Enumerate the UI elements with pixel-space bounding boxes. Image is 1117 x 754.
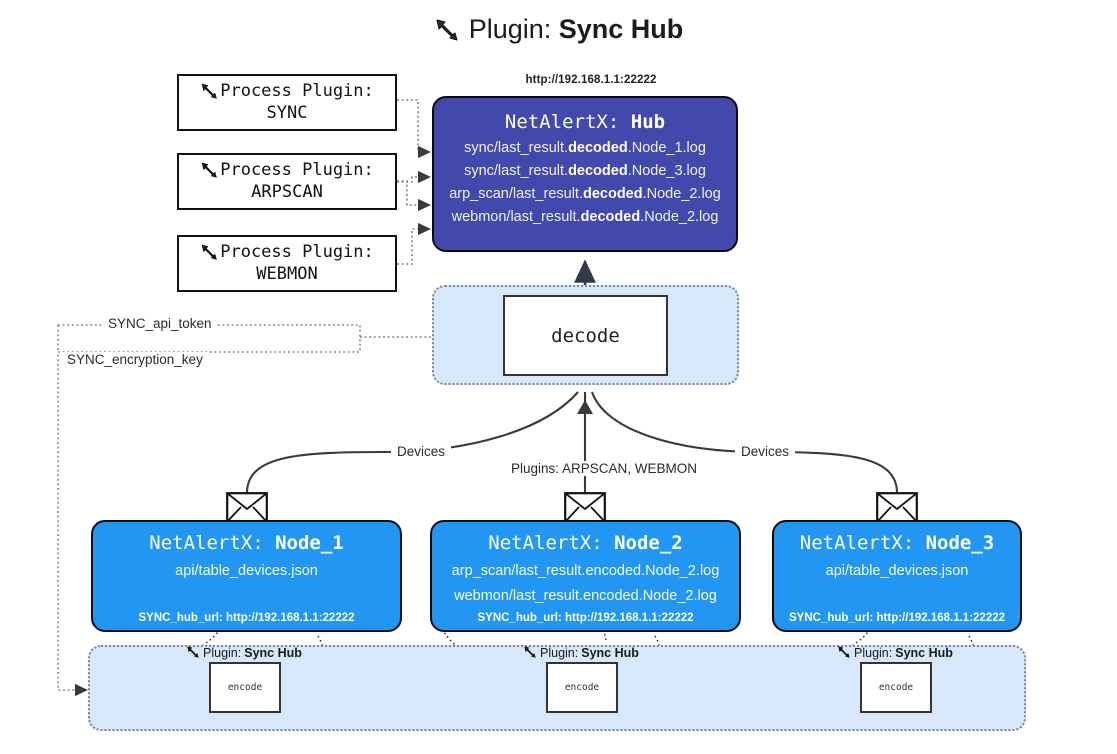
log-bold: decoded xyxy=(582,186,643,202)
hub-title: NetAlertX: Hub xyxy=(434,111,736,133)
log-bold: decoded xyxy=(568,140,628,156)
encoder-plugin-label-2: Plugin:Sync Hub xyxy=(523,645,639,661)
node-title: NetAlertX: Node_3 xyxy=(774,532,1020,554)
encoder-plugin-label-1: Plugin:Sync Hub xyxy=(186,645,302,661)
edge-label-devices-right: Devices xyxy=(735,444,796,459)
envelope-icon xyxy=(564,492,606,528)
node-title-name: Node_1 xyxy=(275,532,344,554)
hub-log-line: arp_scan/last_result.decoded.Node_2.log xyxy=(434,186,736,202)
sync-encryption-key-label: SYNC_encryption_key xyxy=(62,352,208,367)
page-title: Plugin: Sync Hub xyxy=(0,14,1117,48)
encoder-plugin-label-3: Plugin:Sync Hub xyxy=(837,645,953,661)
title-prefix: Plugin: xyxy=(468,14,552,44)
plug-icon xyxy=(200,242,220,263)
hub-log-line: sync/last_result.decoded.Node_3.log xyxy=(434,163,736,179)
encode-box-1[interactable]: encode xyxy=(209,662,281,713)
plug-icon xyxy=(186,645,203,661)
log-bold: decoded xyxy=(568,163,628,179)
encoder-label-name: Sync Hub xyxy=(581,646,639,660)
log-post: .Node_2.log xyxy=(642,186,721,202)
node-line: api/table_devices.json xyxy=(825,563,969,579)
edge-label-plugins-middle: Plugins: ARPSCAN, WEBMON xyxy=(505,461,704,476)
process-plugin-name: SYNC xyxy=(266,102,308,123)
node-title: NetAlertX: Node_1 xyxy=(93,532,400,554)
node-title-name: Node_2 xyxy=(614,532,683,554)
encode-box-3[interactable]: encode xyxy=(860,662,932,713)
node-1[interactable]: NetAlertX: Node_1 api/table_devices.json… xyxy=(91,520,402,632)
log-pre: sync/last_result. xyxy=(464,163,569,179)
node-title-prefix: NetAlertX: xyxy=(799,532,915,554)
hub-title-prefix: NetAlertX: xyxy=(504,111,620,133)
decode-box[interactable]: decode xyxy=(503,295,668,376)
process-plugin-webmon[interactable]: Process Plugin: WEBMON xyxy=(177,235,397,292)
node-3[interactable]: NetAlertX: Node_3 api/table_devices.json… xyxy=(772,520,1022,632)
log-post: .Node_3.log xyxy=(627,163,706,179)
encoder-label-prefix: Plugin: xyxy=(203,646,242,660)
node-line: api/table_devices.json xyxy=(175,563,318,579)
node-title: NetAlertX: Node_2 xyxy=(432,532,739,554)
plug-icon xyxy=(200,81,220,102)
node-line: webmon/last_result.encoded.Node_2.log xyxy=(454,588,717,604)
hub-node[interactable]: NetAlertX: Hub sync/last_result.decoded.… xyxy=(432,96,738,252)
process-plugin-label: Process Plugin: xyxy=(220,242,374,263)
process-plugin-label: Process Plugin: xyxy=(220,160,374,181)
log-pre: sync/last_result. xyxy=(464,140,569,156)
process-plugin-label: Process Plugin: xyxy=(220,81,374,102)
plug-icon xyxy=(837,645,854,661)
log-bold: decoded xyxy=(580,209,641,225)
plug-icon xyxy=(200,160,220,181)
process-plugin-name: WEBMON xyxy=(256,263,318,284)
node-line: arp_scan/last_result.encoded.Node_2.log xyxy=(451,563,720,579)
log-pre: webmon/last_result. xyxy=(451,209,581,225)
process-plugin-name: ARPSCAN xyxy=(251,181,323,202)
node-2[interactable]: NetAlertX: Node_2 arp_scan/last_result.e… xyxy=(430,520,741,632)
node-title-prefix: NetAlertX: xyxy=(488,532,603,554)
node-footer: SYNC_hub_url: http://192.168.1.1:22222 xyxy=(788,612,1006,624)
log-post: .Node_1.log xyxy=(627,140,706,156)
encoder-label-prefix: Plugin: xyxy=(540,646,579,660)
hub-log-line: sync/last_result.decoded.Node_1.log xyxy=(434,140,736,156)
encoder-label-prefix: Plugin: xyxy=(854,646,893,660)
node-title-prefix: NetAlertX: xyxy=(149,532,264,554)
hub-log-line: webmon/last_result.decoded.Node_2.log xyxy=(434,209,736,225)
plug-icon xyxy=(523,645,540,661)
log-pre: arp_scan/last_result. xyxy=(449,186,583,202)
process-plugin-sync[interactable]: Process Plugin: SYNC xyxy=(177,74,397,131)
plug-icon xyxy=(434,17,462,48)
log-post: .Node_2.log xyxy=(640,209,719,225)
edge-label-devices-left: Devices xyxy=(391,444,452,459)
title-name: Sync Hub xyxy=(558,14,684,44)
encode-box-2[interactable]: encode xyxy=(546,662,618,713)
node-footer: SYNC_hub_url: http://192.168.1.1:22222 xyxy=(138,612,355,624)
process-plugin-arpscan[interactable]: Process Plugin: ARPSCAN xyxy=(177,153,397,210)
encoder-label-name: Sync Hub xyxy=(244,646,302,660)
node-title-name: Node_3 xyxy=(925,532,995,554)
node-footer: SYNC_hub_url: http://192.168.1.1:22222 xyxy=(477,612,694,624)
sync-api-token-label: SYNC_api_token xyxy=(103,316,217,331)
encoder-label-name: Sync Hub xyxy=(895,646,953,660)
hub-url-label: http://192.168.1.1:22222 xyxy=(525,74,657,86)
hub-title-name: Hub xyxy=(630,111,666,133)
